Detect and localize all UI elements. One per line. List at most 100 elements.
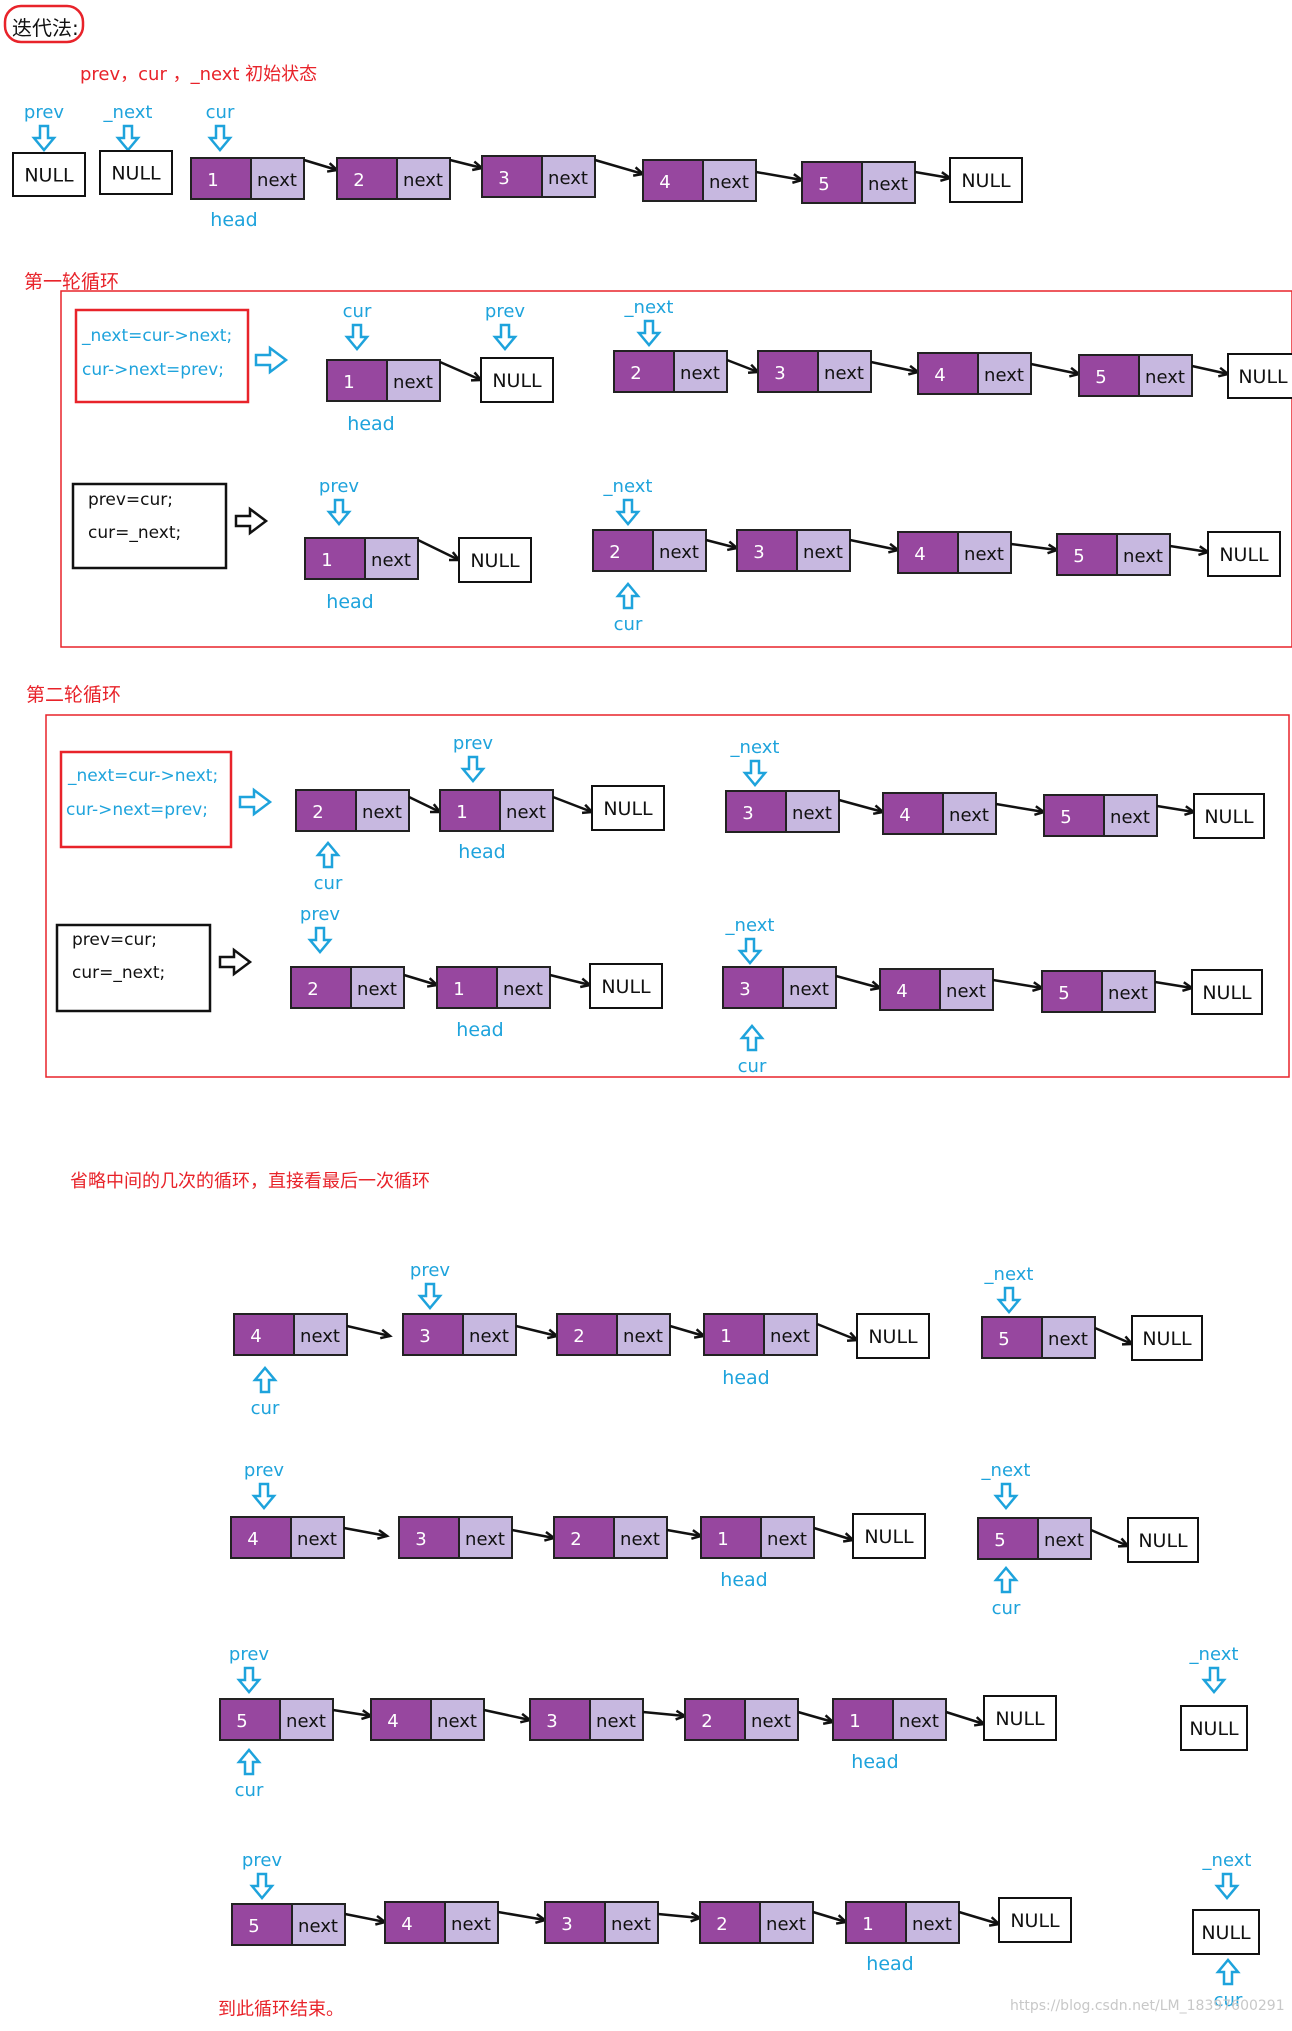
node-next-label: next bbox=[680, 363, 720, 384]
node-next-cell bbox=[462, 1313, 517, 1356]
cur-label: cur bbox=[738, 1056, 767, 1077]
code-round2-b-line1: prev=cur; bbox=[72, 930, 158, 950]
round1-code-box-b bbox=[71, 482, 228, 570]
null-box: NULL bbox=[1180, 1705, 1248, 1751]
step-arrow-icon bbox=[238, 787, 273, 817]
pointer-arrow-icon bbox=[615, 498, 641, 526]
node-value: 5 bbox=[818, 174, 829, 195]
prev-label: prev bbox=[319, 476, 360, 497]
step-arrow-icon bbox=[234, 506, 269, 536]
null-box-frame bbox=[1207, 531, 1281, 577]
null-box: NULL bbox=[1207, 531, 1281, 577]
node-next-label: next bbox=[403, 170, 443, 191]
null-box: NULL bbox=[99, 150, 173, 195]
node-value-cell bbox=[290, 966, 352, 1009]
pointer-arrow-icon bbox=[996, 1286, 1022, 1314]
node-value: 4 bbox=[250, 1326, 261, 1347]
null-box-frame bbox=[480, 357, 554, 403]
node-next-label: next bbox=[709, 172, 749, 193]
link-line bbox=[870, 360, 919, 374]
link-line bbox=[1094, 1326, 1133, 1346]
link-line bbox=[849, 538, 899, 552]
node-value: 2 bbox=[570, 1529, 581, 1550]
next-pointer-label: _next bbox=[984, 1264, 1034, 1285]
node-value-cell bbox=[845, 1901, 907, 1944]
node-value-cell bbox=[553, 1516, 615, 1559]
list-node-2: 2 next bbox=[613, 350, 728, 393]
node-value-cell bbox=[304, 537, 366, 580]
null-text: NULL bbox=[1138, 1530, 1188, 1552]
link-line bbox=[346, 1324, 391, 1338]
node-next-label: next bbox=[949, 805, 989, 826]
link-line bbox=[417, 538, 460, 562]
node-value-cell bbox=[544, 1901, 606, 1944]
round2-frame bbox=[45, 714, 1290, 1078]
null-text: NULL bbox=[1010, 1910, 1060, 1932]
link-arrowhead bbox=[379, 1328, 393, 1340]
null-box-frame bbox=[998, 1897, 1072, 1943]
node-next-cell bbox=[652, 529, 707, 572]
node-next-label: next bbox=[659, 542, 699, 563]
node-next-cell bbox=[905, 1901, 960, 1944]
node-value: 4 bbox=[387, 1711, 398, 1732]
round1-title: 第一轮循环 bbox=[24, 271, 120, 293]
null-text: NULL bbox=[492, 370, 542, 392]
next-pointer-label: _next bbox=[1202, 1850, 1252, 1871]
code-round2-a-line1: _next=cur->next; bbox=[68, 766, 219, 786]
node-value: 4 bbox=[914, 544, 925, 565]
null-box-frame bbox=[1131, 1315, 1203, 1361]
pointer-arrow-icon bbox=[615, 582, 641, 610]
pointer-arrow-icon bbox=[1201, 1666, 1227, 1694]
node-next-cell bbox=[744, 1698, 799, 1741]
node-next-cell bbox=[1138, 354, 1193, 397]
node-next-label: next bbox=[469, 1326, 509, 1347]
node-next-label: next bbox=[437, 1711, 477, 1732]
null-box: NULL bbox=[591, 785, 665, 831]
link-line bbox=[1030, 362, 1080, 376]
link-line bbox=[835, 974, 881, 990]
null-box-frame bbox=[1193, 793, 1265, 839]
link-line bbox=[945, 1710, 985, 1726]
node-next-cell bbox=[957, 531, 1012, 574]
null-box: NULL bbox=[1193, 793, 1265, 839]
null-box-frame bbox=[12, 152, 86, 197]
node-value-cell bbox=[398, 1516, 460, 1559]
pointer-arrow-icon bbox=[739, 1024, 765, 1052]
null-box: NULL bbox=[12, 152, 86, 197]
step-arrow-icon bbox=[254, 345, 289, 375]
null-box-frame bbox=[1227, 353, 1292, 399]
null-box: NULL bbox=[856, 1313, 930, 1359]
next-pointer-label: _next bbox=[725, 915, 775, 936]
null-box: NULL bbox=[589, 963, 663, 1009]
node-next-label: next bbox=[357, 979, 397, 1000]
cur-label: cur bbox=[614, 614, 643, 635]
node-next-label: next bbox=[789, 979, 829, 1000]
node-value: 3 bbox=[739, 979, 750, 1000]
link-line bbox=[1090, 1528, 1129, 1548]
node-next-label: next bbox=[506, 802, 546, 823]
link-line bbox=[332, 1708, 372, 1718]
title-circle bbox=[3, 4, 85, 44]
node-next-label: next bbox=[984, 365, 1024, 386]
end-caption: 到此循环结束。 bbox=[218, 1999, 344, 2020]
link-line bbox=[705, 538, 738, 550]
prev-label: prev bbox=[24, 102, 65, 123]
node-next-cell bbox=[293, 1313, 348, 1356]
pointer-arrow-icon bbox=[993, 1482, 1019, 1510]
node-value: 2 bbox=[630, 363, 641, 384]
null-box-frame bbox=[856, 1313, 930, 1359]
node-value: 3 bbox=[742, 803, 753, 824]
code-round1-a-line1: _next=cur->next; bbox=[82, 326, 233, 346]
